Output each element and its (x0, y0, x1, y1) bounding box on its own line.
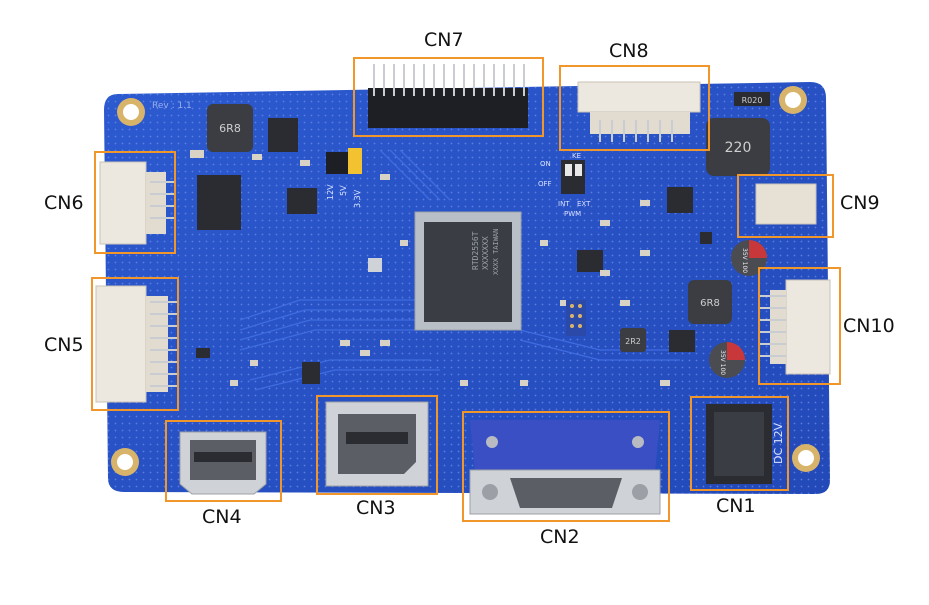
jumper-12v-label: 12V (326, 184, 335, 200)
cn6-connector (99, 161, 176, 245)
switch-on-label: ON (540, 160, 551, 168)
pcb-traces (239, 149, 680, 391)
cn4-highlight (165, 420, 282, 502)
jumper-33v-label: 3.3V (353, 189, 362, 208)
cn9-label: CN9 (840, 192, 880, 214)
chip-marking-1: RTD2556T (471, 231, 480, 270)
cn10-connector (760, 279, 831, 375)
cn1-label: CN1 (716, 495, 756, 517)
resistor-label: R020 (742, 96, 763, 105)
cn7-highlight (353, 57, 544, 137)
main-ic (414, 211, 522, 331)
capacitor-top-label: 35V 100 (741, 248, 748, 273)
cn5-highlight (91, 277, 179, 411)
inductor-label-6r8-top: 6R8 (219, 122, 241, 135)
cn10-highlight (758, 267, 841, 385)
power-jumper (326, 148, 362, 174)
inductor-2r2 (620, 328, 646, 352)
transistor-left (196, 348, 210, 358)
chip-marking-2: XXXXXXX (481, 236, 490, 270)
dc-12v-label: DC 12V (772, 422, 785, 464)
cn3-highlight (316, 395, 438, 495)
cn2-label: CN2 (540, 526, 580, 548)
inductor-label-220: 220 (725, 140, 752, 156)
cn2-highlight (462, 411, 670, 522)
cn3-label: CN3 (356, 497, 396, 519)
cn2-vga-port (469, 420, 661, 515)
capacitor-bottom (709, 342, 745, 378)
cn6-highlight (94, 151, 176, 254)
smd-components (190, 150, 670, 386)
capacitor-bottom-label: 35V 100 (719, 350, 726, 375)
cn5-connector (95, 285, 178, 403)
mounting-hole-bottom-right (792, 444, 820, 472)
test-points (566, 300, 586, 336)
ic-right-1 (667, 187, 693, 213)
ic-left-2 (268, 118, 298, 152)
switch-ext-label: EXT (577, 200, 591, 208)
ic-left-1 (197, 175, 241, 230)
cn8-label: CN8 (609, 40, 649, 62)
cn9-connector (755, 183, 817, 225)
switch-off-label: OFF (538, 180, 552, 188)
cn5-label: CN5 (44, 334, 84, 356)
switch-ke-label: KE (572, 152, 581, 160)
transistor-right (700, 232, 712, 244)
ic-right-3 (669, 330, 695, 352)
resistor-r020 (734, 92, 770, 106)
cn1-highlight (690, 396, 789, 491)
cn7-label: CN7 (424, 29, 464, 51)
diode-left (302, 362, 320, 384)
cn1-dc-jack (706, 404, 772, 484)
inductor-label-6r8-right: 6R8 (700, 298, 720, 309)
cn3-displayport (325, 401, 429, 487)
rev-label: Rev : 1.1 (152, 101, 192, 111)
inductor-6r8-right (688, 280, 732, 324)
cn6-label: CN6 (44, 192, 84, 214)
inductor-6r8-top (207, 104, 253, 152)
cn4-hdmi-port (179, 431, 267, 495)
ic-left-3 (287, 188, 317, 214)
inductor-label-2r2: 2R2 (625, 337, 641, 346)
cn10-label: CN10 (843, 315, 895, 337)
cn8-highlight (559, 65, 710, 151)
switch-int-label: INT (558, 200, 570, 208)
jumper-5v-label: 5V (339, 185, 348, 196)
cn4-label: CN4 (202, 506, 242, 528)
cn8-connector (577, 81, 701, 142)
cn7-pin-header (368, 64, 528, 128)
ic-right-2 (577, 250, 603, 272)
mounting-hole-top-left (117, 98, 145, 126)
inductor-220 (706, 118, 770, 176)
mounting-hole-bottom-left (111, 448, 139, 476)
cn9-highlight (737, 174, 834, 238)
dip-switch (561, 160, 585, 194)
chip-marking-3: XXXX TAIWAN (492, 229, 500, 275)
switch-pwm-label: PWM (564, 210, 581, 218)
crystal (368, 258, 382, 272)
mounting-hole-top-right (779, 86, 807, 114)
